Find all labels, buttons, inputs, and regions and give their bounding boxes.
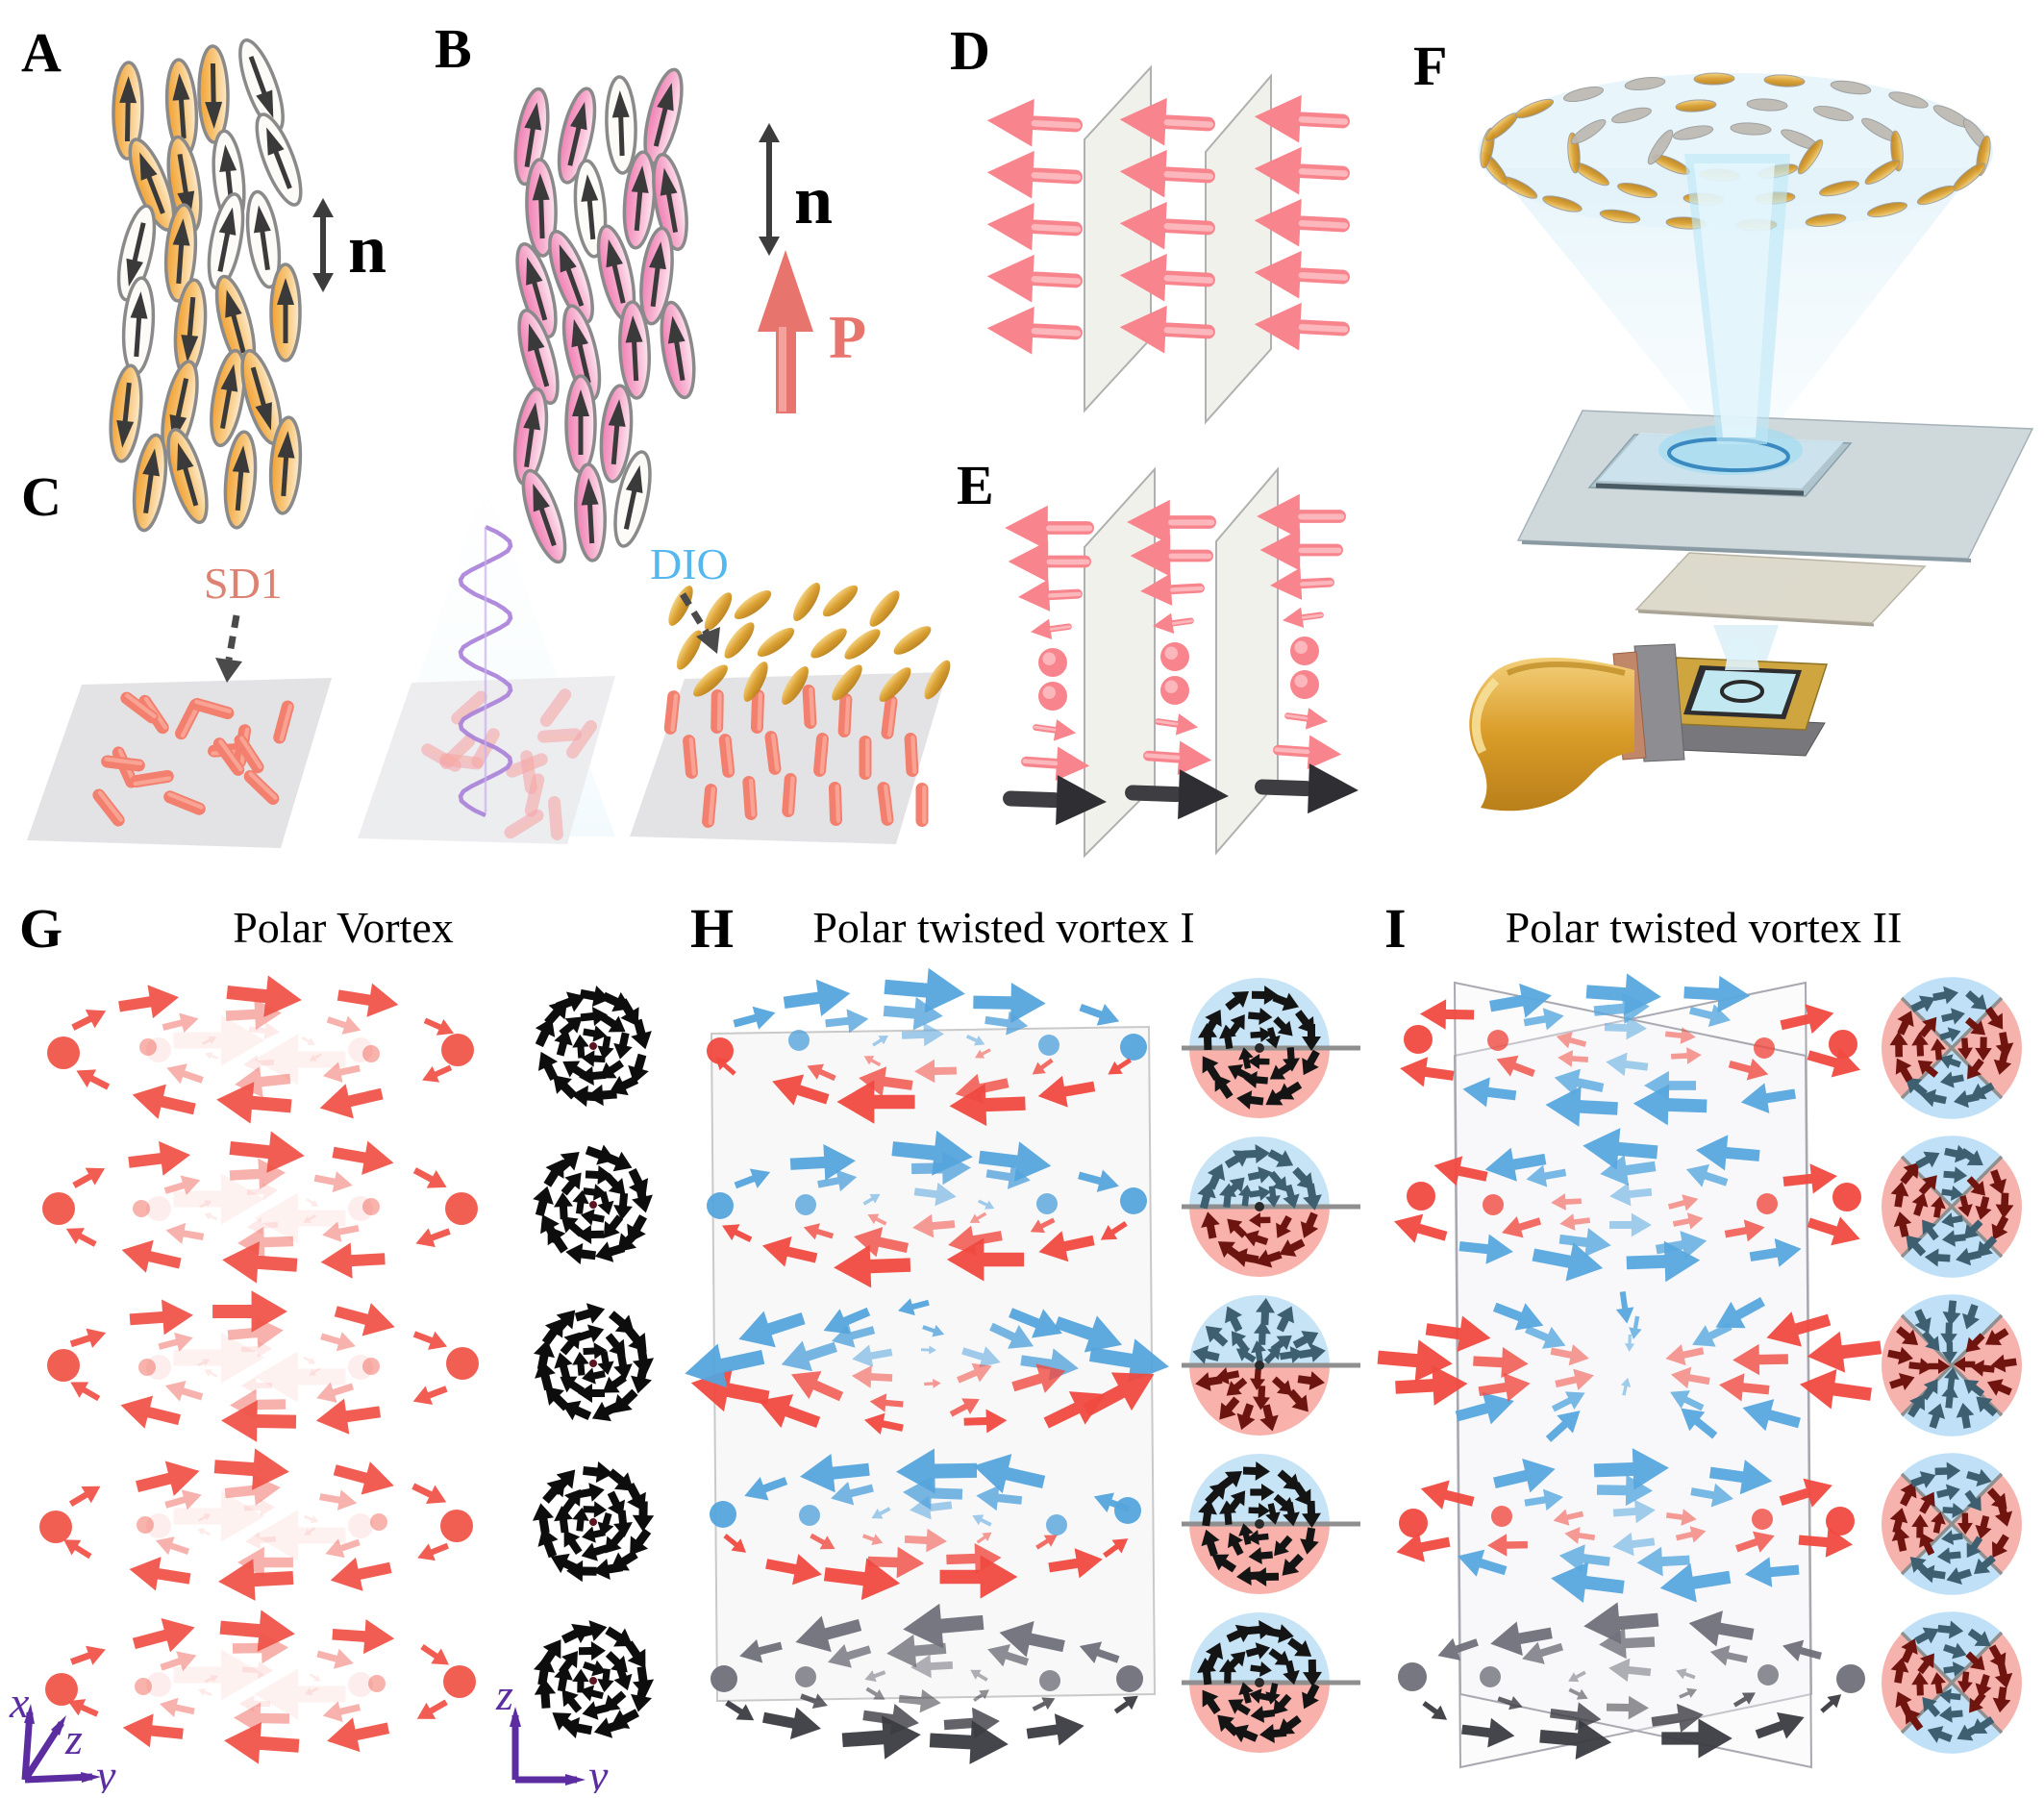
svg-text:G: G bbox=[19, 897, 62, 960]
svg-text:A: A bbox=[21, 21, 62, 84]
svg-text:x: x bbox=[9, 1678, 30, 1727]
svg-text:H: H bbox=[690, 897, 734, 960]
svg-text:D: D bbox=[950, 19, 990, 82]
svg-text:z: z bbox=[495, 1670, 513, 1719]
svg-text:E: E bbox=[957, 454, 994, 516]
svg-text:n: n bbox=[794, 162, 833, 238]
svg-text:DIO: DIO bbox=[650, 539, 729, 588]
svg-text:y: y bbox=[92, 1751, 116, 1793]
svg-text:y: y bbox=[585, 1751, 609, 1793]
svg-text:B: B bbox=[435, 17, 472, 80]
svg-text:I: I bbox=[1384, 897, 1407, 960]
svg-text:Polar Vortex: Polar Vortex bbox=[233, 903, 454, 952]
svg-text:z: z bbox=[64, 1714, 83, 1763]
svg-text:SD1: SD1 bbox=[204, 559, 283, 608]
svg-text:C: C bbox=[21, 465, 62, 528]
svg-text:n: n bbox=[348, 211, 386, 287]
svg-text:F: F bbox=[1413, 35, 1447, 97]
svg-text:P: P bbox=[829, 303, 866, 371]
svg-text:Polar twisted vortex II: Polar twisted vortex II bbox=[1506, 903, 1903, 952]
svg-text:Polar twisted vortex I: Polar twisted vortex I bbox=[812, 903, 1194, 952]
